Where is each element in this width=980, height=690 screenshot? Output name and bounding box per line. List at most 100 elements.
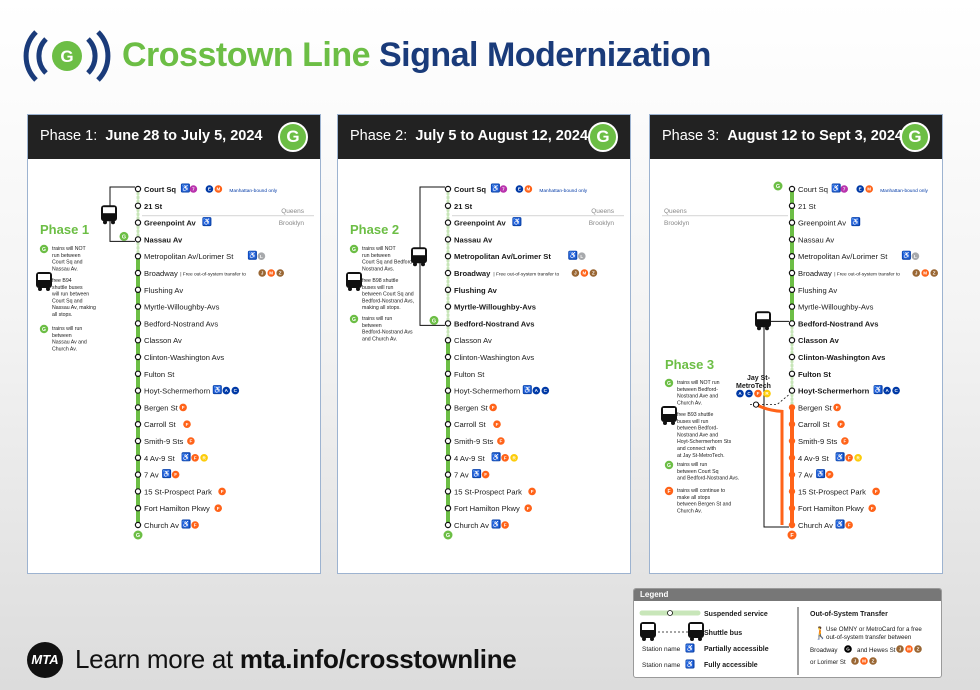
g-terminal-bullet-letter: G	[446, 533, 450, 539]
station-label: Nassau Av	[144, 235, 183, 244]
legend-bus-icon-window	[642, 624, 654, 630]
station-dot	[788, 269, 796, 277]
legend-bus-icon-wheel	[650, 637, 654, 641]
phase-note-bullet-letter: G	[352, 317, 356, 323]
manhattan-bound-note: Manhattan-bound only	[229, 188, 277, 194]
station-dot	[444, 387, 452, 394]
shuttle-bus-icon-window	[413, 249, 425, 256]
phase-2-header: Phase 2: July 5 to August 12, 2024 G	[338, 115, 630, 159]
phase-note-bus-icon-wheel	[348, 287, 352, 291]
station-dot	[444, 404, 452, 411]
station-dot	[444, 421, 452, 428]
accessible-icon	[472, 469, 482, 479]
shuttle-bus-icon-wheel	[413, 262, 417, 267]
station-dot	[788, 454, 796, 461]
phase-note-line: Nostrand Avs.	[362, 266, 394, 272]
station-dot	[788, 320, 796, 327]
accessible-icon	[181, 519, 191, 529]
accessible-icon-glyph: ♿	[213, 385, 222, 394]
hoyt-c-bullet-letter: C	[544, 388, 548, 393]
signal-g-icon: G	[23, 30, 111, 82]
station-label: Flushing Av	[454, 286, 498, 295]
station-label: Bergen St	[454, 403, 489, 412]
accessible-icon-glyph: ♿	[248, 251, 257, 260]
accessible-icon-glyph: ♿	[492, 520, 501, 529]
court-sq-manhattan-m-bullet-letter: M	[217, 187, 221, 192]
prospect-f-f-bullet	[218, 487, 226, 496]
station-label: 7 Av	[798, 471, 813, 480]
g-terminal-bullet	[133, 530, 143, 540]
broadway-transfer-m-bullet	[921, 269, 929, 277]
shuttle-bus-icon-wheel	[765, 326, 769, 331]
partial-access-icon	[685, 643, 695, 653]
station-label: Court Sq	[798, 185, 828, 194]
station-label: Greenpoint Av	[144, 219, 197, 228]
jay-st-dot	[752, 401, 760, 408]
learn-prefix: Learn more at	[75, 644, 233, 674]
station-dot	[444, 219, 452, 226]
station-dot	[134, 219, 142, 226]
church-f-f-bullet	[501, 521, 509, 529]
station-label: Hoyt-Schermerhorn	[454, 387, 520, 396]
legend-oos-text: and Hewes St	[857, 647, 896, 654]
church-f-f-bullet	[191, 521, 199, 529]
station-label: Smith-9 Sts	[454, 437, 493, 446]
station-label: Nassau Av	[454, 235, 493, 244]
free-transfer-note: | Free out-of-system transfer to	[493, 272, 559, 278]
phase-note-line: between Bergen St and	[677, 502, 731, 508]
broadway-transfer-z-bullet	[589, 269, 598, 277]
station-label: 4 Av-9 St	[144, 454, 176, 463]
accessible-icon-glyph: ♿	[181, 184, 190, 193]
station-dot	[788, 236, 796, 243]
phase-note-line: making all stops.	[362, 305, 401, 311]
crosstown-url-link[interactable]: mta.info/crosstownline	[239, 644, 517, 674]
station-label: Church Av	[144, 521, 179, 530]
phase-note-line: between Court Sq	[677, 469, 719, 475]
accessible-icon	[816, 469, 826, 479]
f-transfer-f-bullet	[524, 504, 532, 512]
station-label: Nassau Av	[798, 235, 834, 244]
legend-oos-text: or Lorimer St	[810, 659, 846, 666]
phase-note-line: Court Sq and	[52, 260, 83, 266]
station-label: Bedford-Nostrand Avs	[454, 319, 534, 328]
legend-oos-hewes-z-bullet	[914, 645, 922, 653]
manhattan-bound-note: Manhattan-bound only	[539, 188, 587, 194]
broadway-transfer-z-bullet-letter: Z	[279, 271, 282, 276]
station-label: Church Av	[798, 521, 833, 530]
phase-note-line: free B98 shuttle	[362, 278, 398, 284]
station-dot	[788, 202, 796, 210]
hoyt-c-bullet-letter: C	[234, 388, 238, 393]
hoyt-a-bullet	[883, 386, 891, 395]
station-dot	[444, 252, 452, 260]
court-sq-7-bullet-letter: 7	[502, 187, 505, 192]
legend-full: Fully accessible	[704, 662, 758, 669]
fourth-av-r-bullet	[200, 454, 208, 462]
fourth-av-r-bullet-letter: R	[202, 455, 206, 460]
station-label: Metropolitan Av/Lorimer St	[798, 252, 888, 261]
legend-oos-title: Out-of-System Transfer	[810, 611, 888, 618]
title-rest: Signal Modernization	[378, 36, 711, 74]
station-label: Hoyt-Schermerhorn	[798, 387, 870, 396]
prospect-f-f-bullet	[872, 487, 880, 496]
accessible-icon-glyph: ♿	[874, 385, 883, 394]
court-sq-manhattan-m-bullet-letter: M	[867, 187, 871, 192]
accessible-icon	[835, 452, 845, 462]
court-sq-manhattan-e-bullet-letter: E	[518, 187, 521, 192]
free-transfer-note: | Free out-of-system transfer to	[834, 272, 900, 278]
station-label: Fort Hamilton Pkwy	[144, 504, 210, 513]
legend-oos-hewes-j-bullet	[896, 645, 904, 653]
station-dot	[444, 437, 452, 445]
phase-note-line: between Bedford-	[677, 426, 718, 432]
f-transfer-f-bullet	[179, 403, 187, 412]
broadway-transfer-j-bullet-letter: J	[574, 271, 577, 276]
broadway-transfer-m-bullet-letter: M	[269, 271, 273, 276]
broadway-transfer-j-bullet	[571, 269, 580, 277]
station-dot	[134, 236, 142, 243]
court-sq-manhattan-e-bullet-letter: E	[208, 187, 211, 192]
brooklyn-label: Brooklyn	[589, 220, 615, 227]
accessible-icon	[491, 519, 501, 529]
station-dot	[444, 454, 452, 461]
